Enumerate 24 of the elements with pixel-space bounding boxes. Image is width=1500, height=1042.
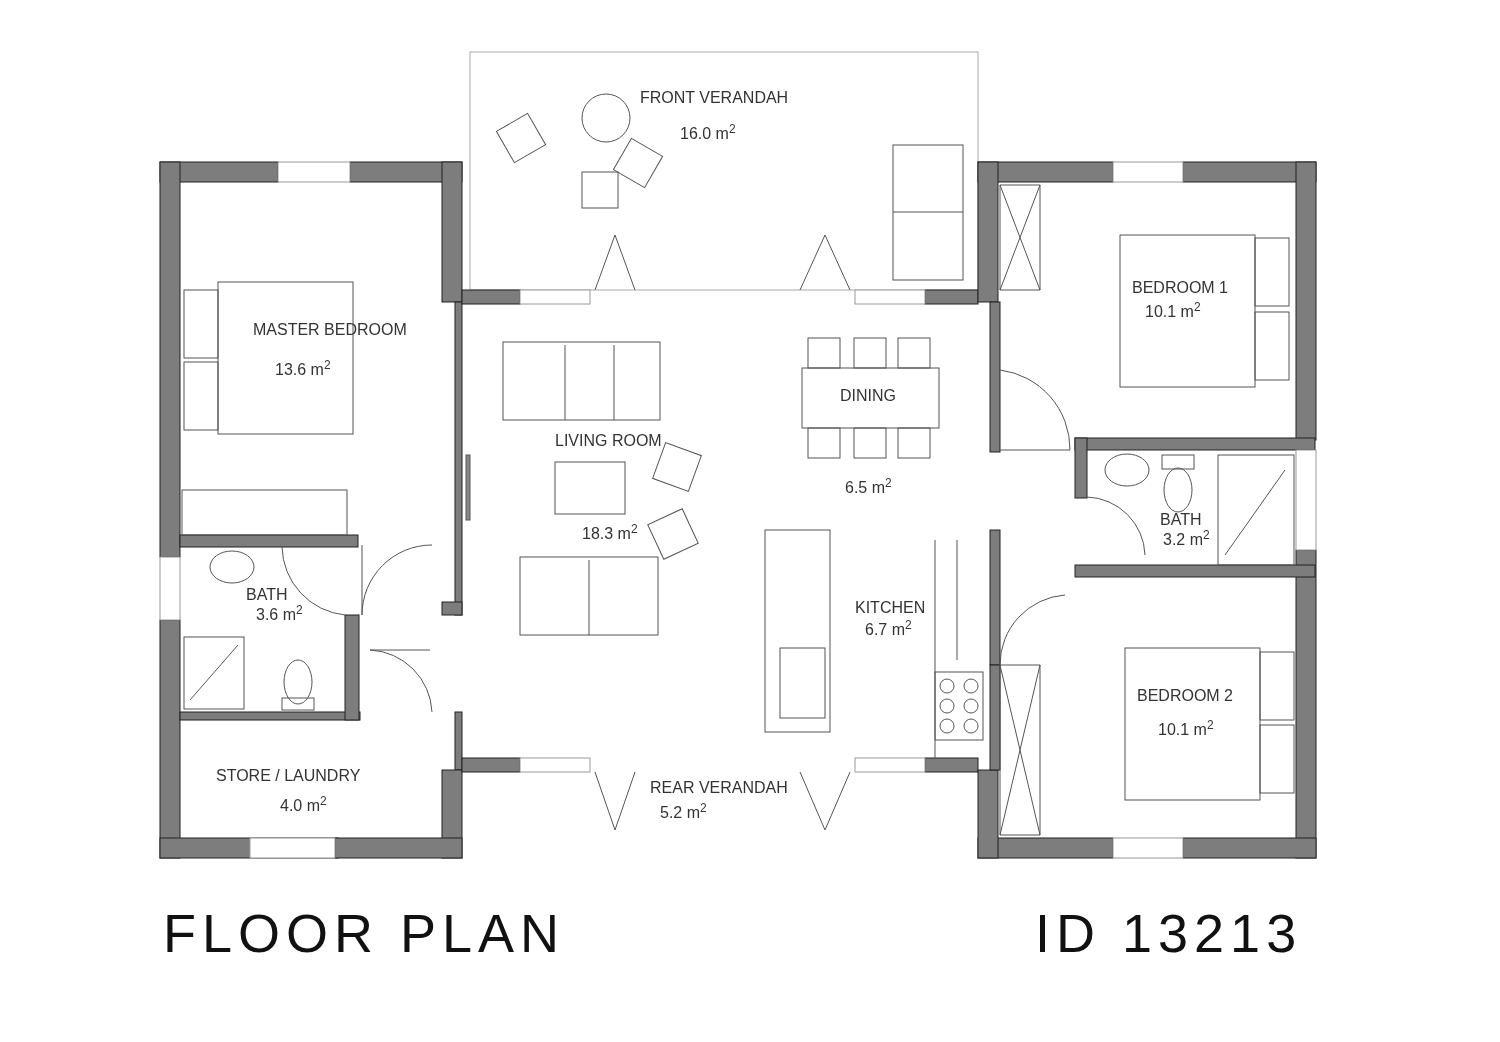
- room-name: BATH: [246, 585, 288, 605]
- room-area-label: 6.7 m$^{2}$: [865, 620, 912, 640]
- room-name: BATH: [1160, 510, 1202, 530]
- room-area-label: 6.5 m$^{2}$: [845, 478, 892, 498]
- room-name: BEDROOM 2: [1137, 686, 1233, 706]
- room-name: KITCHEN: [855, 598, 926, 618]
- room-name: DINING: [840, 386, 896, 406]
- room-area-label: 16.0 m$^{2}$: [680, 124, 736, 144]
- plan-id-label: ID 13213: [1035, 902, 1303, 965]
- room-name: BEDROOM 1: [1132, 278, 1228, 298]
- room-area-label: 5.2 m$^{2}$: [660, 803, 707, 823]
- plan-title: FLOOR PLAN: [163, 902, 566, 965]
- room-area-label: 4.0 m$^{2}$: [280, 796, 327, 816]
- room-area-label: 3.6 m$^{2}$: [256, 605, 303, 625]
- room-name: REAR VERANDAH: [650, 778, 788, 798]
- room-area-label: 3.2 m$^{2}$: [1163, 530, 1210, 550]
- room-name: STORE / LAUNDRY: [216, 766, 361, 786]
- room-area-label: 10.1 m$^{2}$: [1145, 302, 1201, 322]
- room-name: LIVING ROOM: [555, 431, 662, 451]
- room-area-label: 10.1 m$^{2}$: [1158, 720, 1214, 740]
- room-area-label: 18.3 m$^{2}$: [582, 524, 638, 544]
- room-name: MASTER BEDROOM: [253, 320, 407, 340]
- room-name: FRONT VERANDAH: [640, 88, 789, 108]
- room-area-label: 13.6 m$^{2}$: [275, 360, 331, 380]
